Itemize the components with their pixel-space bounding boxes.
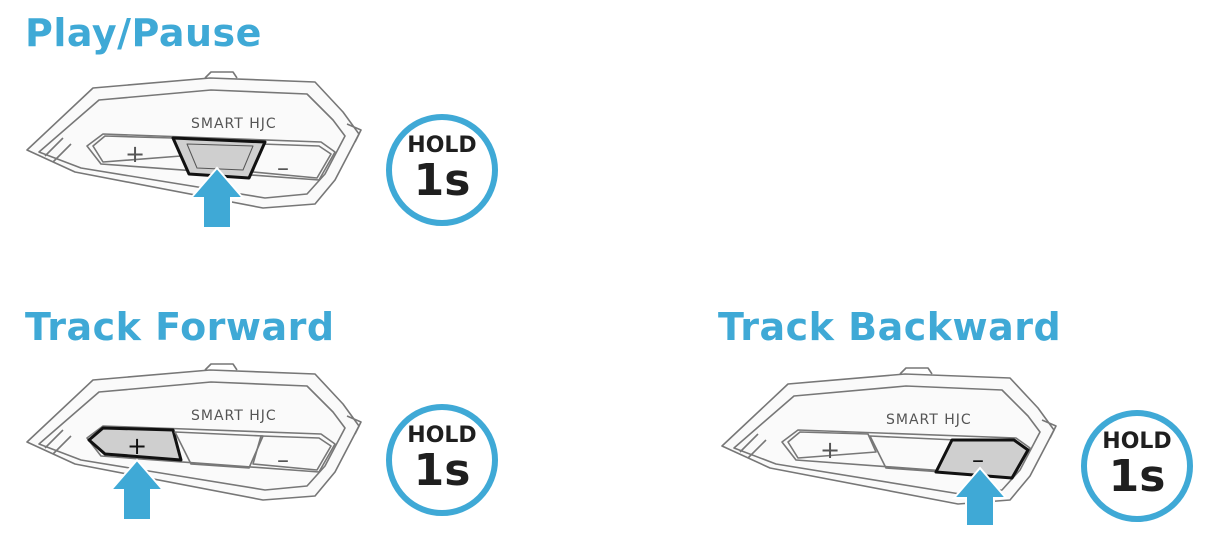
minus-symbol: – [277,446,289,474]
section-track-backward: Track Backward SMART HJC + – HOLD 1s [700,290,1207,549]
section-play-pause: Play/Pause SMART HJC + – HOLD 1s [0,0,600,240]
device-bevel [733,385,1041,495]
hold-badge: HOLD 1s [1081,410,1193,522]
hold-duration: 1s [413,445,471,496]
device-side-detail [52,435,72,455]
section-title: Track Forward [25,305,335,349]
device-bevel [38,381,346,491]
brand-label: SMART HJC [191,116,277,132]
hold-label: HOLD [407,423,477,448]
press-arrow-icon [188,166,246,229]
center-button [171,136,267,180]
plus-symbol: + [820,436,840,464]
hold-duration: 1s [413,155,471,206]
device-button-track [781,429,1031,477]
clip-notch [346,415,362,435]
minus-button [252,435,332,471]
device-side-detail [747,439,767,459]
hold-label: HOLD [1102,429,1172,454]
device-top-tab [204,71,238,79]
device-side-detail [739,433,759,453]
plus-button [787,431,877,459]
device-button-track [86,425,336,473]
section-track-forward: Track Forward SMART HJC + – HOLD 1s [0,290,600,549]
brand-label: SMART HJC [886,412,972,428]
section-title: Play/Pause [25,11,262,55]
plus-symbol: + [127,432,147,460]
press-arrow-icon [951,466,1009,527]
hold-badge: HOLD 1s [386,114,498,226]
intercom-device: SMART HJC + – [721,367,1057,527]
intercom-device: SMART HJC + – [26,363,362,521]
clip-notch [346,123,362,143]
press-arrow-icon [108,458,166,521]
clip-notch [1041,419,1057,439]
hold-duration: 1s [1108,451,1166,502]
device-side-detail [44,429,64,449]
device-top-tab [899,367,933,375]
device-body [26,369,360,501]
minus-symbol: – [277,154,289,182]
plus-button [87,426,183,462]
minus-symbol: – [972,446,984,474]
intercom-device: SMART HJC + – [26,71,362,229]
hold-label: HOLD [407,133,477,158]
minus-button [934,438,1030,480]
center-button [174,431,264,469]
device-button-track [86,133,336,181]
device-side-detail [44,137,64,157]
brand-label: SMART HJC [191,408,277,424]
section-title: Track Backward [718,305,1062,349]
plus-symbol: + [125,140,145,168]
device-top-tab [204,363,238,371]
hold-badge: HOLD 1s [386,404,498,516]
device-side-detail [52,143,72,163]
